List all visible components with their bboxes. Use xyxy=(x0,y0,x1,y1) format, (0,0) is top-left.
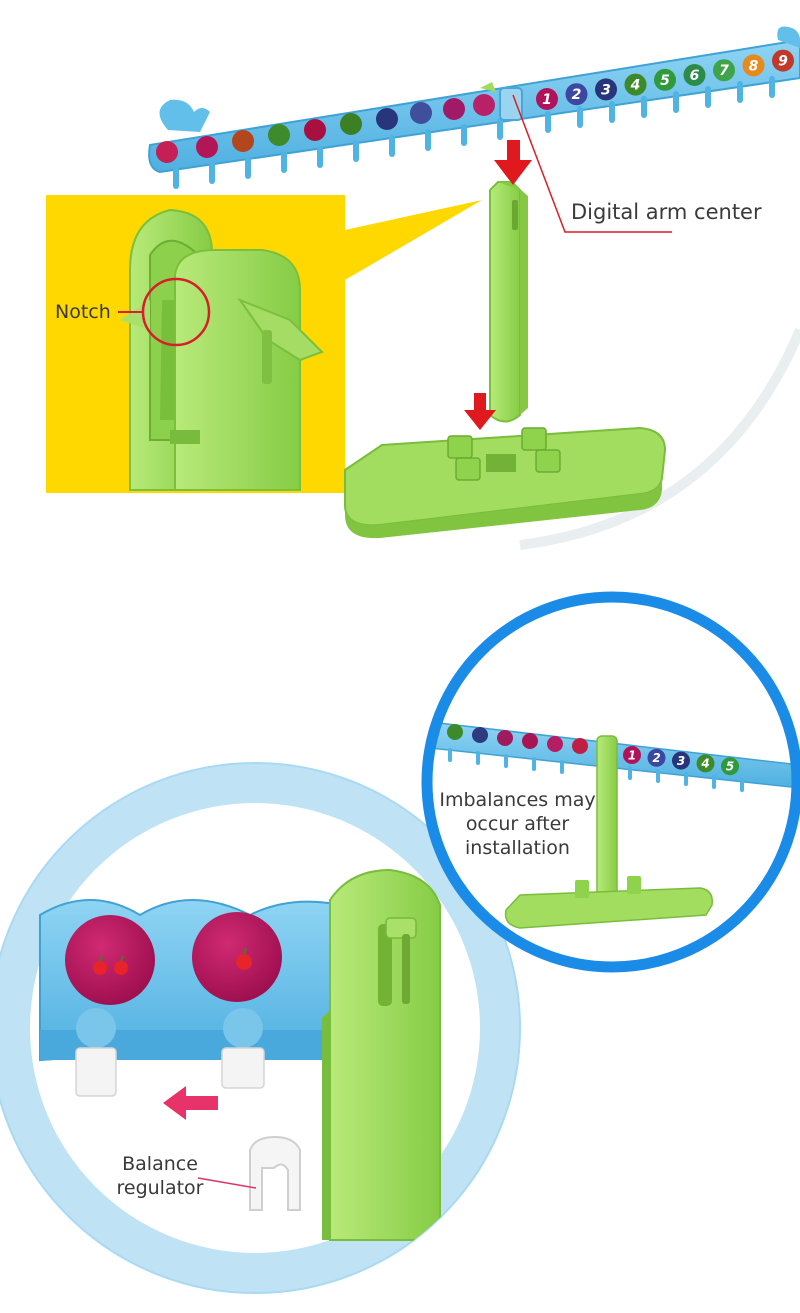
digital-arm-center-label: Digital arm center xyxy=(571,200,762,224)
number-disc xyxy=(536,88,558,110)
balance-regulator-label-line: regulator xyxy=(116,1177,204,1199)
inset-base xyxy=(504,887,713,929)
beam-hooks xyxy=(173,76,775,189)
imbalance-label: Imbalances may occur after installation xyxy=(430,788,605,860)
left-arrow-icon xyxy=(163,1086,218,1120)
inset-ring xyxy=(421,591,800,973)
regulator-detail-circle xyxy=(0,762,521,1294)
number-disc xyxy=(565,83,588,106)
number-disc xyxy=(654,68,676,91)
number-disc-label: 1 xyxy=(628,748,636,762)
balance-regulator-piece xyxy=(249,1135,301,1211)
squirrel-icon xyxy=(159,99,210,132)
balance-regulator-label-line: Balance xyxy=(122,1153,198,1175)
number-disc-label: 3 xyxy=(601,82,611,98)
fruit-discs xyxy=(156,94,495,163)
number-disc-label: 6 xyxy=(690,68,700,84)
number-disc xyxy=(647,748,666,767)
number-disc-label: 8 xyxy=(749,58,759,74)
number-disc-label: 2 xyxy=(652,751,660,765)
stand-base xyxy=(344,426,667,527)
inset-number-discs: 1 2 3 4 5 xyxy=(623,746,739,776)
inset-left-discs xyxy=(447,724,588,754)
notch-label: Notch xyxy=(55,301,111,323)
squirrel-icon xyxy=(777,26,800,48)
arm-center-leader-line xyxy=(512,94,672,233)
down-arrow-icon xyxy=(494,140,532,185)
number-disc-label: 1 xyxy=(542,92,552,108)
hook-pegs xyxy=(75,1008,265,1097)
balance-regulator-label: Balance regulator xyxy=(110,1152,210,1200)
number-disc xyxy=(772,49,794,72)
number-disc-label: 4 xyxy=(630,78,641,94)
number-disc xyxy=(623,746,641,764)
number-disc-label: 5 xyxy=(660,73,670,89)
number-disc xyxy=(672,751,690,770)
apple-disc xyxy=(192,912,282,1002)
number-disc xyxy=(721,757,739,776)
number-disc-label: 9 xyxy=(778,54,788,70)
beam-center-hub xyxy=(499,87,523,121)
number-disc xyxy=(713,59,735,82)
stand-assembly xyxy=(344,140,667,539)
beam-number-discs: 1 2 3 4 5 6 7 8 9 xyxy=(536,49,794,110)
number-disc xyxy=(742,54,765,77)
decorative-arc xyxy=(519,328,800,550)
imbalance-label-line: occur after xyxy=(465,813,570,835)
number-disc-label: 7 xyxy=(719,63,729,79)
callout-wedge xyxy=(345,200,482,280)
imbalance-label-line: installation xyxy=(465,837,570,859)
number-disc-label: 5 xyxy=(726,760,734,774)
number-disc-label: 3 xyxy=(677,754,685,768)
number-disc-label: 4 xyxy=(700,757,709,771)
apple-disc xyxy=(65,915,155,1005)
number-disc xyxy=(624,73,647,96)
number-disc xyxy=(595,78,617,101)
number-disc-label: 2 xyxy=(572,87,582,103)
inset-hooks xyxy=(448,748,744,792)
number-disc xyxy=(683,64,706,86)
imbalance-label-line: Imbalances may xyxy=(439,789,596,811)
balance-beam: 1 2 3 4 5 6 7 8 9 xyxy=(148,26,800,189)
number-disc xyxy=(696,754,715,773)
apple-icon xyxy=(93,947,252,975)
notch-detail-panel xyxy=(46,195,482,493)
regulator-leader-line xyxy=(197,1177,257,1189)
down-arrow-icon xyxy=(464,393,496,430)
installed-scale-inset: 1 2 3 4 5 xyxy=(421,591,800,973)
